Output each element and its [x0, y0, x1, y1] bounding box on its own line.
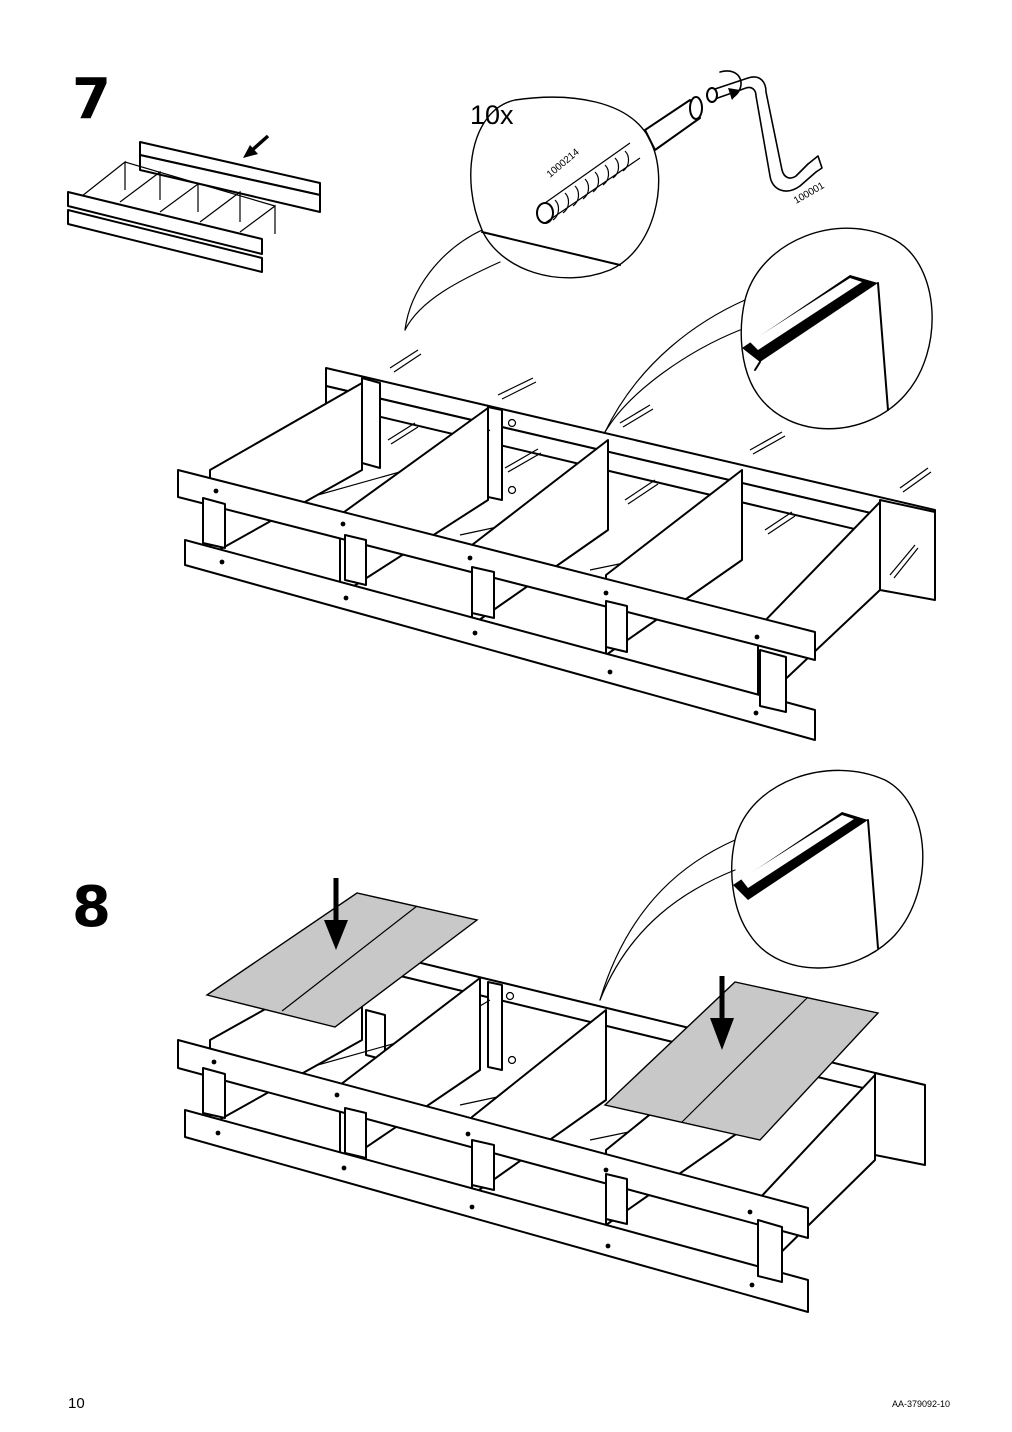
step-8-frame-assembly — [177, 939, 926, 1313]
step-7-illustration: 10x 1000214 100001 — [67, 70, 936, 741]
step-7-number: 7 — [72, 67, 111, 132]
document-code: AA-379092-10 — [891, 1399, 950, 1409]
edge-detail-callout — [604, 227, 933, 433]
step-8-number: 8 — [72, 875, 111, 940]
arrow-down-icon — [710, 976, 734, 1050]
step-7-overview-diagram — [67, 134, 321, 273]
edge-detail-callout-8 — [599, 769, 924, 1001]
dowel-icon — [536, 96, 703, 224]
allen-key-icon — [706, 70, 823, 192]
page-number: 10 — [68, 1395, 85, 1412]
bottom-panel-left — [205, 892, 479, 1028]
arrow-down-icon — [324, 878, 348, 950]
quantity-label: 10x — [470, 100, 514, 130]
step-7-frame-assembly — [177, 367, 936, 741]
dowel-markers — [387, 349, 932, 579]
bottom-panel-right — [603, 981, 880, 1141]
arrow-icon — [243, 145, 258, 158]
